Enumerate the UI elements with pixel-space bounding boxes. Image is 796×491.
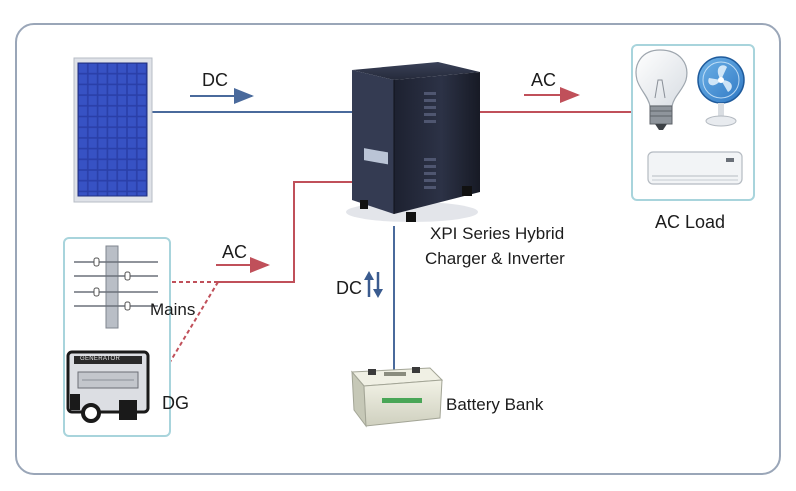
solar-panel-icon — [73, 57, 153, 203]
bidirectional-arrow-icon — [364, 271, 383, 298]
fan-icon — [697, 56, 745, 127]
generator-plate-text: GENERATOR — [80, 356, 121, 362]
light-bulb-icon — [635, 49, 688, 130]
battery-icon — [350, 367, 444, 428]
battery-bank-label: Battery Bank — [446, 395, 544, 414]
grid-to-inverter-line — [218, 181, 354, 283]
inverter-label-line1: XPI Series Hybrid — [430, 224, 565, 243]
ac-load-label: AC Load — [655, 212, 726, 232]
inverter-icon — [346, 62, 480, 222]
mains-label: Mains — [150, 300, 196, 319]
grid-ac-label: AC — [222, 242, 248, 262]
battery-dc-label: DC — [336, 278, 362, 298]
dc-lines — [152, 111, 395, 370]
air-conditioner-icon — [647, 151, 743, 185]
load-ac-label: AC — [531, 70, 557, 90]
dg-label: DG — [162, 393, 189, 413]
utility-pole-icon — [74, 245, 158, 329]
solar-dc-label: DC — [202, 70, 228, 90]
inverter-label-line2: Charger & Inverter — [425, 249, 565, 268]
generator-icon — [66, 350, 150, 423]
outer-frame — [15, 23, 781, 475]
